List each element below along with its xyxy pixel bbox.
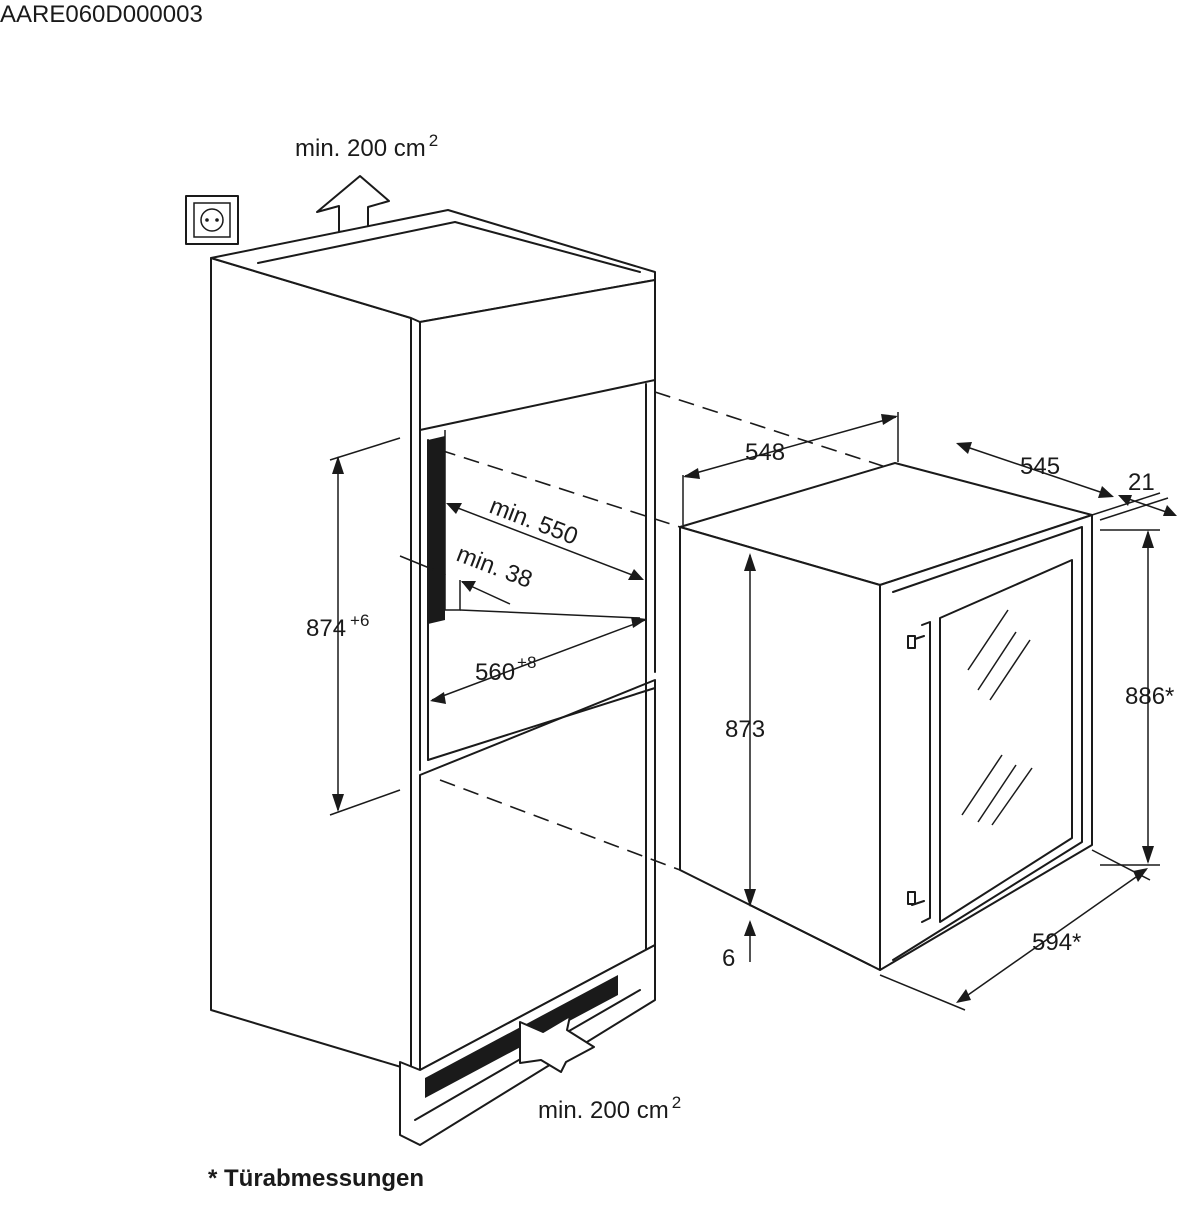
niche-height-value: 874 (306, 615, 346, 642)
footnote: * Türabmessungen (208, 1165, 424, 1192)
niche-height-tolerance: +6 (350, 611, 369, 630)
niche-depth-dimension (446, 503, 644, 580)
power-socket-icon (185, 195, 239, 245)
door-height-label: 886* (1125, 683, 1174, 710)
appliance-depth-label: 548 (745, 439, 785, 466)
door-height-dimension (1100, 529, 1160, 866)
door-depth-label: 545 (1020, 453, 1060, 480)
appliance-height-dimension (744, 553, 756, 907)
foot-gap-label: 6 (722, 945, 735, 972)
door-thickness-dimension (1091, 492, 1177, 521)
door-thickness-label: 21 (1128, 469, 1155, 496)
niche-height-label: 874+6 (306, 611, 369, 642)
door-depth-dimension (956, 442, 1114, 498)
vent-bottom-value: min. 200 cm (538, 1097, 669, 1124)
projection-lines (439, 391, 896, 871)
appliance (679, 462, 1093, 971)
foot-gap-dimension (744, 920, 756, 962)
airflow-arrow-up-icon (316, 175, 390, 233)
niche-width-tolerance: +8 (517, 653, 536, 672)
niche-width-dimension (430, 617, 647, 704)
airflow-arrow-in-icon (519, 1015, 595, 1073)
appliance-depth-dimension (682, 412, 899, 525)
side-gap-dimension (399, 555, 511, 605)
door-width-label: 594* (1032, 929, 1081, 956)
vent-bottom-exponent: 2 (672, 1093, 681, 1112)
door-width-dimension (879, 849, 1151, 1011)
niche-height-dimension (329, 437, 401, 816)
niche-width-label: 560+8 (475, 653, 536, 686)
cabinet (210, 209, 656, 1146)
vent-top-exponent: 2 (429, 131, 438, 150)
niche-width-value: 560 (475, 659, 515, 686)
drawing-code: AARE060D000003 (0, 1, 203, 28)
vent-top-value: min. 200 cm (295, 135, 426, 162)
appliance-height-label: 873 (725, 716, 765, 743)
niche-depth-label: min. 550 (486, 492, 582, 550)
